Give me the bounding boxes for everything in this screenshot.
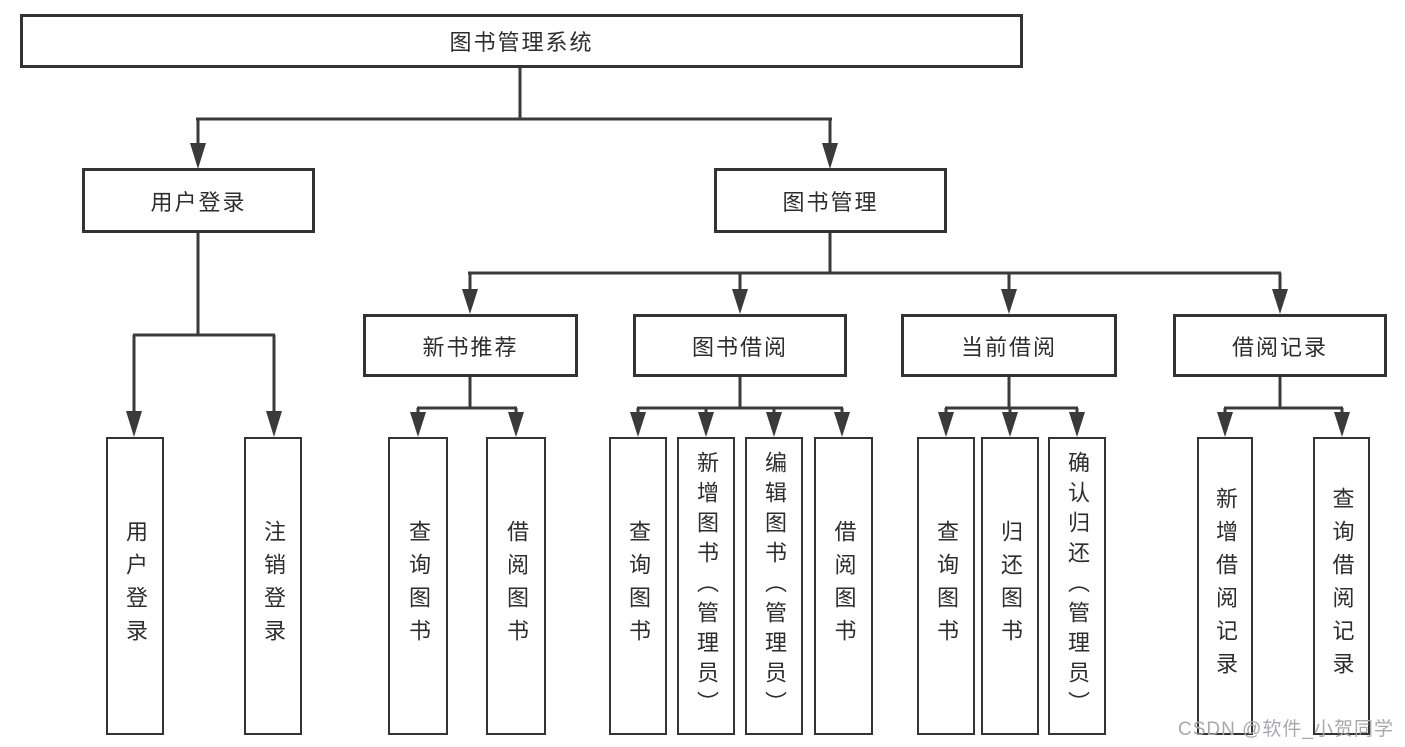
leaf-logout-label: 注销登录 bbox=[261, 520, 286, 652]
leaf-newbook-borrow-books-label: 借阅图书 bbox=[504, 520, 529, 652]
leaf-query-borrow-record: 查询借阅记录 bbox=[1313, 437, 1370, 735]
node-user-login: 用户登录 bbox=[82, 168, 315, 233]
leaf-newbook-query-books: 查询图书 bbox=[388, 437, 448, 735]
leaf-query-borrow-record-label: 查询借阅记录 bbox=[1329, 487, 1355, 685]
leaf-newbook-borrow-books: 借阅图书 bbox=[486, 437, 546, 735]
leaf-borrow-query-books-label: 查询图书 bbox=[626, 520, 651, 652]
leaf-add-book-admin-label: 新增图书（管理员） bbox=[694, 451, 719, 721]
leaf-current-query-books: 查询图书 bbox=[917, 437, 975, 735]
leaf-add-borrow-record-label: 新增借阅记录 bbox=[1213, 487, 1238, 685]
node-borrow-records-label: 借阅记录 bbox=[1231, 334, 1328, 360]
leaf-confirm-return-admin: 确认归还（管理员） bbox=[1048, 437, 1106, 735]
node-book-borrow-label: 图书借阅 bbox=[691, 334, 788, 360]
node-root-label: 图书管理系统 bbox=[449, 30, 594, 55]
node-book-management-label: 图书管理 bbox=[782, 189, 879, 215]
node-current-borrow: 当前借阅 bbox=[901, 314, 1117, 377]
leaf-user-login: 用户登录 bbox=[106, 437, 164, 735]
leaf-current-query-books-label: 查询图书 bbox=[934, 520, 959, 652]
leaf-logout: 注销登录 bbox=[244, 437, 302, 735]
leaf-add-book-admin: 新增图书（管理员） bbox=[677, 437, 735, 735]
watermark: CSDN @软件_小贺同学 bbox=[1178, 719, 1394, 740]
node-user-login-label: 用户登录 bbox=[150, 189, 247, 215]
leaf-add-borrow-record: 新增借阅记录 bbox=[1197, 437, 1253, 735]
leaf-edit-book-admin: 编辑图书（管理员） bbox=[745, 437, 803, 735]
leaf-edit-book-admin-label: 编辑图书（管理员） bbox=[762, 451, 787, 721]
leaf-newbook-query-books-label: 查询图书 bbox=[406, 520, 431, 652]
leaf-return-books-label: 归还图书 bbox=[998, 520, 1023, 652]
node-new-book-recommend-label: 新书推荐 bbox=[422, 334, 519, 360]
leaf-borrow-books: 借阅图书 bbox=[814, 437, 873, 735]
node-borrow-records: 借阅记录 bbox=[1173, 314, 1387, 377]
leaf-confirm-return-admin-label: 确认归还（管理员） bbox=[1065, 451, 1090, 721]
node-current-borrow-label: 当前借阅 bbox=[960, 334, 1057, 360]
node-book-management: 图书管理 bbox=[714, 168, 947, 233]
node-new-book-recommend: 新书推荐 bbox=[363, 314, 578, 377]
node-book-borrow: 图书借阅 bbox=[633, 314, 847, 377]
leaf-borrow-books-label: 借阅图书 bbox=[831, 520, 857, 652]
node-root: 图书管理系统 bbox=[20, 14, 1023, 68]
leaf-user-login-label: 用户登录 bbox=[123, 520, 148, 652]
leaf-borrow-query-books: 查询图书 bbox=[609, 437, 667, 735]
leaf-return-books: 归还图书 bbox=[981, 437, 1039, 735]
